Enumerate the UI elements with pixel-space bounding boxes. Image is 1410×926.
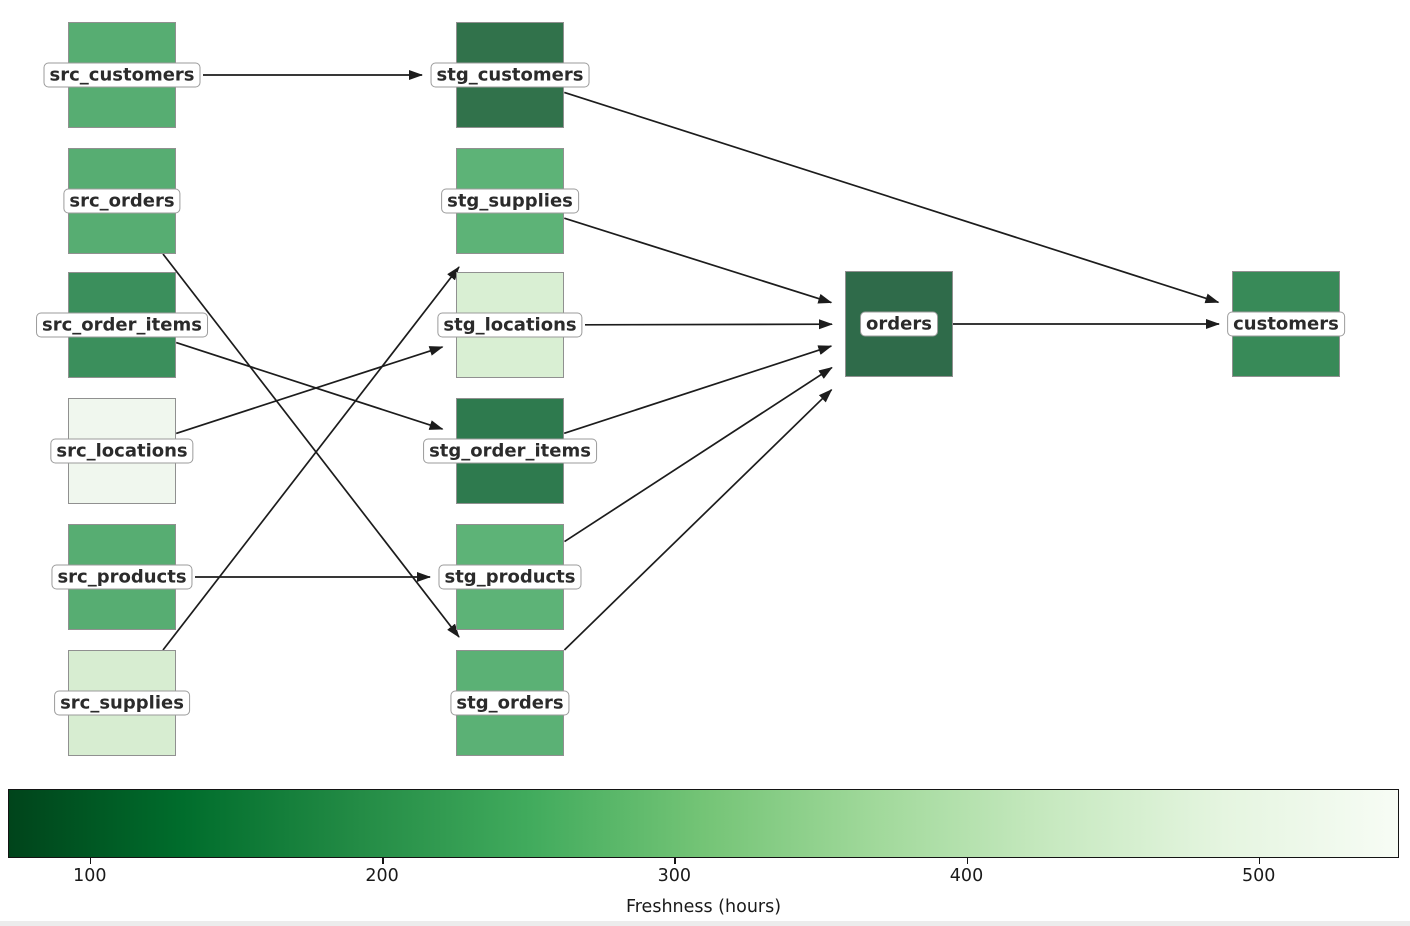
- node-label-src_order_items: src_order_items: [36, 312, 208, 338]
- colorbar-tick: [966, 858, 968, 864]
- edge-stg_order_items-orders: [563, 345, 833, 435]
- edge-src_orders-stg_orders: [162, 253, 460, 638]
- colorbar-tick-label: 400: [949, 866, 984, 886]
- edge-stg_products-orders: [564, 366, 833, 543]
- node-label-stg_customers: stg_customers: [430, 62, 590, 88]
- node-label-src_supplies: src_supplies: [54, 690, 190, 716]
- edge-stg_orders-orders: [563, 389, 833, 651]
- node-label-stg_supplies: stg_supplies: [441, 188, 579, 214]
- node-label-stg_locations: stg_locations: [437, 312, 583, 338]
- node-label-src_customers: src_customers: [43, 62, 201, 88]
- colorbar-tick: [1258, 858, 1261, 864]
- colorbar-tick-label: 100: [73, 866, 107, 886]
- bottom-divider: [0, 921, 1410, 926]
- node-label-src_locations: src_locations: [50, 438, 194, 464]
- edge-src_supplies-stg_supplies: [162, 266, 460, 651]
- node-label-stg_products: stg_products: [438, 564, 582, 590]
- edge-stg_supplies-orders: [564, 217, 833, 304]
- colorbar-tick: [382, 858, 384, 864]
- colorbar-tick-label: 300: [657, 866, 691, 886]
- colorbar-axis-label: Freshness (hours): [625, 897, 782, 917]
- edge-stg_customers-customers: [564, 91, 1220, 304]
- node-label-customers: customers: [1227, 311, 1345, 337]
- node-label-src_products: src_products: [51, 564, 193, 590]
- node-label-orders: orders: [860, 311, 938, 337]
- node-label-stg_order_items: stg_order_items: [423, 438, 597, 464]
- edge-src_order_items-stg_order_items: [175, 341, 444, 430]
- colorbar-tick: [674, 858, 676, 864]
- node-label-stg_orders: stg_orders: [450, 690, 570, 716]
- colorbar-tick-label: 500: [1242, 866, 1276, 886]
- colorbar-gradient: [9, 790, 1398, 857]
- edge-stg_locations-orders: [584, 319, 833, 330]
- edge-src_locations-stg_locations: [175, 346, 444, 435]
- colorbar: [8, 789, 1399, 858]
- colorbar-tick: [89, 858, 92, 864]
- node-label-src_orders: src_orders: [63, 188, 181, 214]
- colorbar-tick-label: 200: [365, 866, 399, 886]
